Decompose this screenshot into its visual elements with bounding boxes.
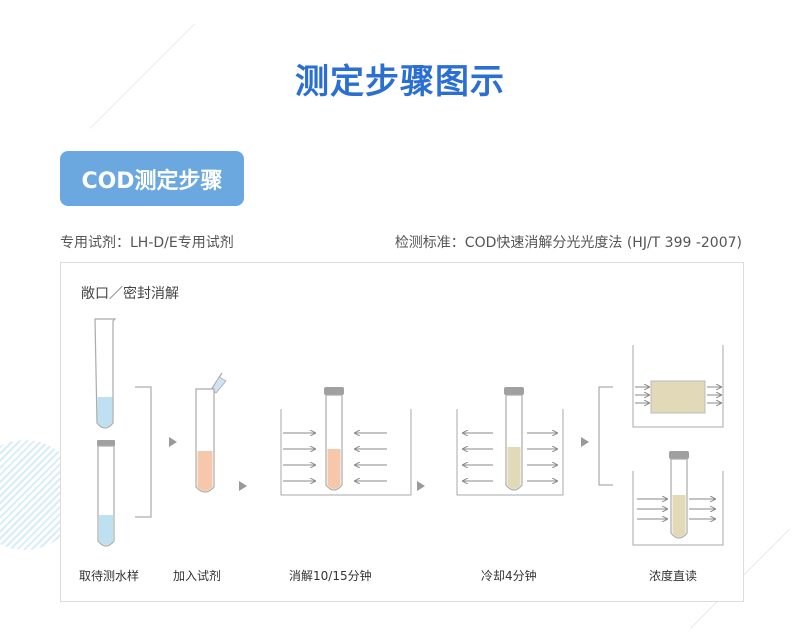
step-label-3: 消解10/15分钟 (289, 569, 372, 583)
process-diagram (94, 318, 724, 547)
step-label-2: 加入试剂 (173, 569, 222, 583)
bracket (135, 386, 152, 518)
step-label-5: 浓度直读 (649, 569, 698, 583)
step-arrow (169, 437, 177, 447)
bracket (598, 386, 613, 486)
page-title: 测定步骤图示 (295, 62, 505, 102)
step1-tube-top (94, 318, 117, 429)
standard-info: 检测标准：COD快速消解分光光度法 (HJ/T 399 -2007) (394, 235, 742, 251)
step5-tube-reader (632, 451, 724, 546)
step-arrow (581, 437, 589, 447)
step-arrow (417, 481, 425, 491)
step-label-1: 取待测水样 (79, 569, 140, 583)
reagent-info: 专用试剂：LH-D/E专用试剂 (60, 235, 234, 251)
steps-panel: 敞口／密封消解 (60, 262, 744, 602)
step1-tube-bottom (97, 440, 115, 547)
step5-cuvette-reader (632, 345, 724, 428)
step-label-4: 冷却4分钟 (481, 569, 537, 583)
panel-title: 敞口／密封消解 (81, 286, 179, 302)
step-arrow (239, 481, 247, 491)
step4-bath (456, 387, 564, 496)
section-badge: COD测定步骤 (60, 151, 244, 206)
step2-tube (195, 372, 227, 493)
step3-bath (280, 387, 412, 496)
